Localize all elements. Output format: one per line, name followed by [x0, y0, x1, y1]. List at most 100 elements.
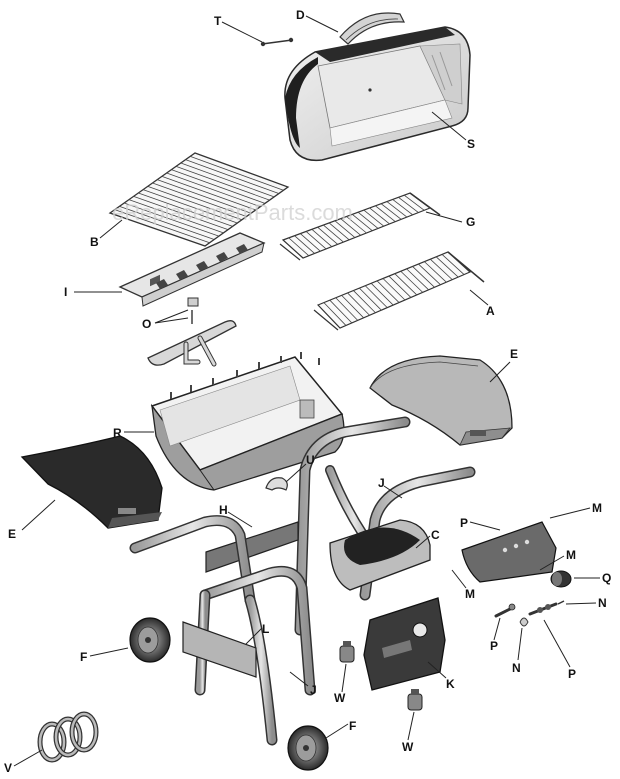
grate-wire [392, 199, 413, 216]
grate-wire [124, 202, 219, 237]
label-c: C [431, 528, 440, 542]
label-m-low: M [465, 587, 475, 601]
grate-wire [352, 214, 373, 232]
label-j-top: J [378, 476, 385, 490]
part-n-igniter-hardware [494, 600, 565, 627]
grate-wire [424, 261, 447, 283]
grate-wire [364, 285, 388, 308]
label-q: Q [602, 571, 611, 585]
label-v: V [4, 761, 12, 775]
label-i: I [64, 285, 67, 299]
grate-wire [376, 280, 400, 303]
label-h: H [219, 503, 228, 517]
part-i-heat-tent [118, 232, 266, 307]
label-w-bottom: W [402, 740, 414, 754]
grate-wire [147, 185, 243, 221]
bolt [258, 362, 260, 369]
part-l-cross-brace [182, 621, 257, 678]
grate-wire [418, 263, 441, 286]
label-a: A [486, 304, 495, 318]
grate-wire [138, 192, 233, 227]
part-o-burner [147, 297, 237, 367]
label-f-bottom: F [349, 719, 356, 733]
grate-wire [323, 302, 347, 326]
grate-wire [406, 268, 429, 291]
grate-wire [119, 205, 215, 240]
grate-wire [412, 266, 435, 288]
grate-wire [294, 235, 315, 254]
watermark-text: eReplacementParts.com [112, 200, 353, 225]
label-e-left: E [8, 527, 16, 541]
part-b-cooking-grate [108, 152, 290, 247]
label-l: L [262, 622, 269, 636]
label-m-top: M [592, 501, 602, 515]
label-u: U [306, 453, 315, 467]
grate-wire [403, 194, 425, 211]
bolt [318, 358, 320, 365]
grate-wire [128, 199, 224, 234]
grate-wire [161, 175, 256, 211]
grate-wire [375, 205, 396, 222]
label-e-right: E [510, 347, 518, 361]
label-t: T [214, 14, 222, 28]
label-p-top: P [460, 516, 468, 530]
grate-wire [288, 237, 310, 257]
grate-wire [400, 270, 424, 293]
grate-wire [369, 207, 390, 225]
leader-lines [13, 15, 600, 767]
grate-wire [175, 165, 270, 201]
label-s: S [467, 137, 475, 151]
grate-wire [388, 275, 412, 298]
grate-wire [398, 196, 419, 213]
part-c-tank-holder [329, 519, 431, 591]
part-w-fitting-left [339, 641, 355, 663]
grate-wire [346, 216, 367, 234]
grate-wire [317, 226, 338, 245]
part-r-firebox [150, 352, 345, 491]
part-w-fitting-bottom [407, 689, 423, 711]
grate-wire [341, 295, 364, 319]
label-j-bottom: J [310, 683, 317, 697]
grate-wire [300, 233, 321, 252]
label-n-low: N [512, 661, 521, 675]
part-v-hose-coil [37, 711, 99, 763]
label-w-left: W [334, 691, 346, 705]
part-g-warming-rack [279, 192, 441, 261]
grate-wire [353, 290, 376, 314]
grate-wire [152, 182, 247, 217]
grate-wire [357, 211, 379, 229]
grate-wire [166, 172, 261, 208]
bolt [212, 378, 214, 385]
label-o: O [142, 317, 151, 331]
grate-wire [340, 218, 361, 236]
part-h-front-plate [205, 521, 299, 573]
label-k: K [446, 677, 455, 691]
label-p-left: P [490, 639, 498, 653]
grate-wire [335, 297, 359, 321]
grate-wire [305, 231, 327, 250]
grate-wire [114, 209, 210, 244]
label-f-left: F [80, 650, 87, 664]
grate-wire [133, 195, 229, 230]
grate-wire [435, 256, 459, 278]
grate-wire [386, 201, 408, 218]
part-d-lid-handle [339, 12, 406, 45]
grate-wire [382, 278, 406, 301]
grate-wire [359, 287, 382, 311]
part-f-wheel-bottom [287, 725, 329, 771]
part-u-clip [265, 477, 288, 491]
label-m-mid: M [566, 548, 576, 562]
part-e-side-shelf-left [20, 435, 163, 529]
bolt [190, 385, 192, 392]
grate-wire [380, 203, 402, 220]
bolt [236, 370, 238, 377]
label-n-right: N [598, 596, 607, 610]
label-b: B [90, 235, 99, 249]
grate-wire [370, 283, 394, 306]
part-p-panel-top [461, 521, 557, 583]
label-r: R [113, 426, 122, 440]
part-f-wheel-left [129, 617, 171, 663]
label-g: G [466, 215, 475, 229]
grate-wire [157, 179, 252, 214]
